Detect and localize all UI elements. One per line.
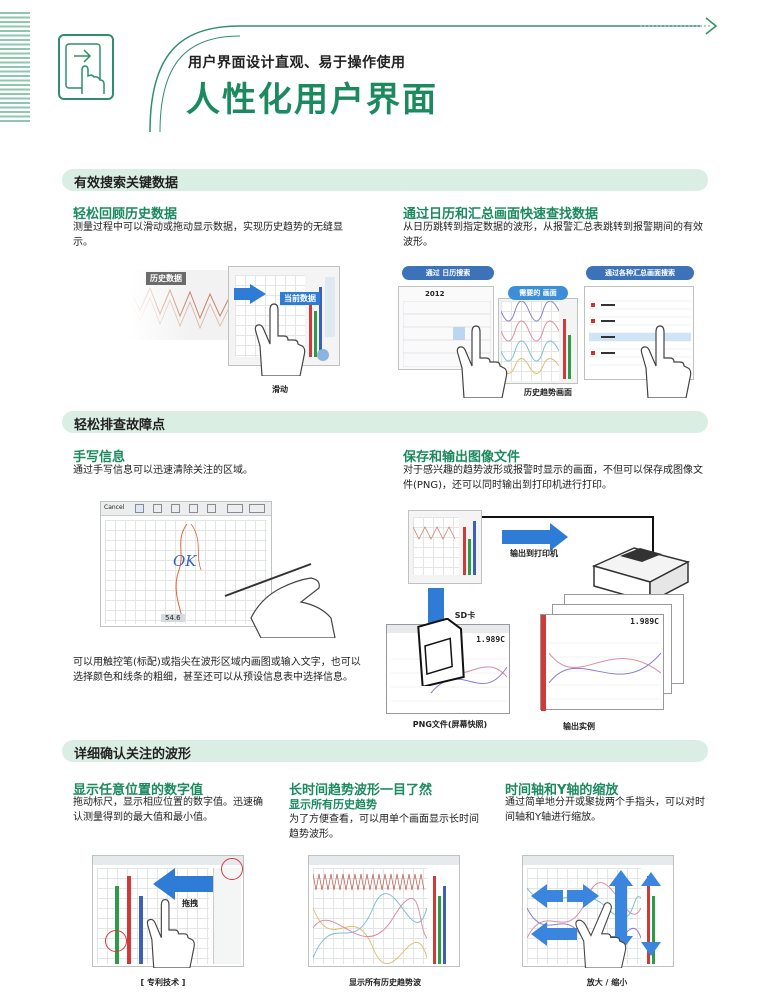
- digital-value-desc: 拖动标尺，显示相应位置的数字值。迅速确认测量得到的最大值和最小值。: [73, 797, 263, 823]
- handwriting-desc: 通过手写信息可以迅速清除关注的区域。: [73, 465, 253, 476]
- clear-tool-icon[interactable]: [207, 504, 216, 513]
- summary-screen: [584, 286, 694, 380]
- section-bar-waveform: 详细确认关注的波形: [62, 740, 708, 762]
- calendar-illustration: 通过 日历搜索 通过各种汇总画面搜索 2012 需要的 画面: [396, 266, 696, 398]
- long-trend-title: 长时间趋势波形一目了然: [289, 783, 433, 798]
- section-bar-troubleshoot: 轻松排查故障点: [62, 411, 708, 433]
- finger-hand-icon-drag: [146, 899, 195, 968]
- header-arc-arrow: [149, 17, 718, 133]
- caption-all-history: 显示所有历史趋势波: [349, 978, 421, 987]
- handwriting-value: 54.6: [161, 614, 185, 622]
- digital-value-title: 显示任意位置的数字值: [73, 783, 204, 798]
- section-bar-search: 有效搜索关键数据: [62, 169, 708, 191]
- arrow-right-icon: [250, 284, 266, 304]
- history-illustration: 历史数据 当前数据: [130, 266, 340, 376]
- pill-calendar-search: 通过 日历搜索: [402, 266, 494, 280]
- handwriting-desc-2: 可以用触控笔(标配)或指尖在波形区域内画图或输入文字，也可以选择颜色和线条的粗细…: [73, 657, 361, 683]
- pen-tool-icon[interactable]: [135, 504, 144, 513]
- cancel-button[interactable]: Cancel: [104, 504, 125, 511]
- color-tool-icon[interactable]: [171, 504, 180, 513]
- long-trend-subtitle: 显示所有历史趋势: [289, 798, 377, 811]
- template-button[interactable]: [227, 504, 243, 513]
- finger-hand-icon-summary: [640, 325, 692, 398]
- handwriting-screen: Cancel OK 54.6: [100, 501, 336, 638]
- source-screen: [408, 510, 482, 584]
- handwriting-toolbar: Cancel: [101, 502, 271, 516]
- pinch-hand-icon: [575, 902, 627, 968]
- save-output-illustration: 输出到打印机 1.989C SD卡 1.989C: [384, 506, 704, 731]
- zoom-screen: [522, 855, 674, 968]
- label-history-data: 历史数据: [146, 272, 186, 285]
- save-output-title: 保存和输出图像文件: [403, 450, 521, 465]
- finger-hand-icon: [254, 303, 306, 376]
- min-value-marker: [105, 930, 127, 952]
- caption-patent: [ 专利技术 ]: [140, 978, 186, 987]
- caption-slide: 滑动: [272, 385, 288, 394]
- label-output-printer: 输出到打印机: [510, 549, 558, 558]
- zoom-title: 时间轴和Y轴的缩放: [505, 783, 619, 798]
- label-current-data: 当前数据: [280, 292, 320, 305]
- arrow-left-drag-icon: [153, 868, 175, 900]
- sd-card-icon: [417, 618, 465, 686]
- undo-tool-icon[interactable]: [189, 504, 198, 513]
- stylus-hand-icon: [224, 563, 336, 638]
- finger-hand-icon-calendar: [456, 325, 508, 398]
- history-desc: 测量过程中可以滑动或拖动显示数据，实现历史趋势的无缝显示。: [73, 222, 343, 248]
- label-drag: 拖拽: [182, 899, 198, 908]
- arrow-up-zoom-icon: [609, 870, 633, 886]
- handwriting-title: 手写信息: [73, 450, 126, 465]
- caption-output-example: 输出实例: [563, 722, 595, 731]
- comment-button[interactable]: [249, 504, 265, 513]
- long-trend-desc: 为了方便查看，可以用单个画面显示长时间趋势波形。: [289, 814, 479, 840]
- history-trend-screen: [498, 298, 578, 384]
- calendar-title: 通过日历和汇总画面快速查找数据: [403, 207, 599, 222]
- handwritten-ok: OK: [173, 552, 197, 570]
- calendar-desc: 从日历跳转到指定数据的波形，从报警汇总表跳转到报警期间的有效波形。: [403, 222, 703, 248]
- label-sd-card: SD卡: [454, 611, 476, 620]
- print-output-sheet: 1.989C: [540, 614, 664, 711]
- arrow-right-zoom-icon: [583, 884, 599, 908]
- long-trend-screen: [308, 855, 460, 967]
- caption-png-file: PNG文件(屏幕快照): [412, 720, 488, 729]
- caption-history-trend: 历史趋势画面: [524, 388, 572, 397]
- digital-value-screen: 拖拽: [92, 855, 244, 968]
- decorative-stripes: [0, 12, 30, 122]
- zoom-desc: 通过简单地分开或聚拢两个手指头，可以对时间轴和Y轴进行缩放。: [505, 797, 705, 823]
- eraser-tool-icon[interactable]: [153, 504, 162, 513]
- arrow-left-zoom-icon: [531, 884, 547, 908]
- pill-needed-screen: 需要的 画面: [508, 286, 568, 300]
- max-value-marker: [221, 858, 243, 880]
- caption-zoom: 放大 / 缩小: [586, 978, 628, 987]
- hero-title: 人性化用户界面: [186, 80, 438, 120]
- pill-summary-search: 通过各种汇总画面搜索: [586, 266, 694, 280]
- save-output-desc: 对于感兴趣的趋势波形或报警时显示的画面，不但可以保存成图像文件(PNG)，还可以…: [403, 465, 703, 491]
- touch-hand-icon: [58, 34, 114, 100]
- history-title: 轻松回顾历史数据: [73, 207, 178, 222]
- hero-subtitle: 用户界面设计直观、易于操作使用: [188, 55, 406, 71]
- printer-icon: [591, 547, 691, 604]
- arrow-right-printer-icon: [550, 523, 568, 551]
